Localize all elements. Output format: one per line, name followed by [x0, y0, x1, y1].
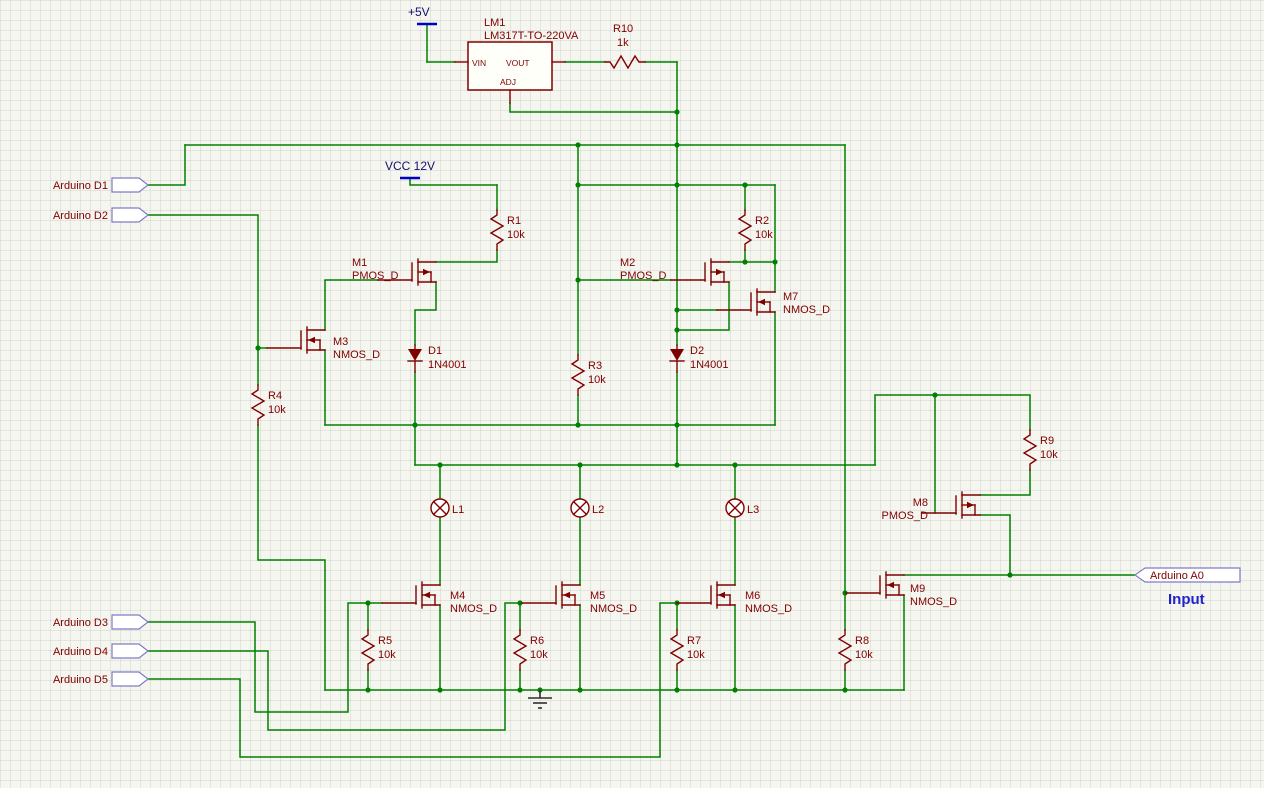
- lamp-l1[interactable]: L1: [430, 498, 464, 518]
- port-arduino-d5-label: Arduino D5: [53, 674, 108, 686]
- port-arduino-a0[interactable]: Arduino A0 Input: [1134, 567, 1241, 608]
- mosfet-m3-ref: M3: [333, 336, 348, 348]
- mosfet-m8-ref: M8: [913, 497, 928, 509]
- port-arduino-d3-label: Arduino D3: [53, 617, 108, 629]
- mosfet-m5[interactable]: M5 NMOS_D: [521, 581, 637, 615]
- diode-d2-part: 1N4001: [690, 359, 729, 371]
- regulator-lm1[interactable]: LM1 LM317T-TO-220VA VIN VOUT ADJ: [454, 17, 579, 104]
- lamp-l1-ref: L1: [452, 504, 464, 516]
- port-arduino-a0-label: Arduino A0: [1150, 570, 1204, 582]
- mosfet-m8[interactable]: M8 PMOS_D: [882, 491, 981, 522]
- resistor-r5-value: 10k: [378, 649, 396, 661]
- resistor-r10-ref: R10: [613, 23, 633, 35]
- mosfet-m7-ref: M7: [783, 291, 798, 303]
- port-arduino-d4-label: Arduino D4: [53, 646, 108, 658]
- resistor-r8[interactable]: R8 10k: [838, 629, 873, 671]
- resistor-r3-ref: R3: [588, 360, 602, 372]
- mosfet-m7[interactable]: M7 NMOS_D: [716, 288, 830, 316]
- mosfet-m5-ref: M5: [590, 590, 605, 602]
- power-plus5[interactable]: +5V: [408, 5, 437, 26]
- resistor-r9-ref: R9: [1040, 435, 1054, 447]
- mosfet-m6[interactable]: M6 NMOS_D: [676, 581, 792, 615]
- mosfet-m4-ref: M4: [450, 590, 465, 602]
- resistor-r7-ref: R7: [687, 635, 701, 647]
- resistor-r2-ref: R2: [755, 215, 769, 227]
- port-arduino-d1[interactable]: Arduino D1: [53, 177, 149, 193]
- mosfet-m2-type: PMOS_D: [620, 270, 667, 282]
- mosfet-m3[interactable]: M3 NMOS_D: [266, 326, 380, 361]
- resistor-r6[interactable]: R6 10k: [513, 629, 548, 671]
- resistor-r4-ref: R4: [268, 390, 282, 402]
- port-arduino-d5[interactable]: Arduino D5: [53, 671, 149, 687]
- mosfet-m9-type: NMOS_D: [910, 596, 957, 608]
- resistor-r5[interactable]: R5 10k: [361, 629, 396, 671]
- wire-layer: [147, 23, 1136, 758]
- resistor-r1[interactable]: R1 10k: [490, 209, 525, 251]
- resistor-r1-ref: R1: [507, 215, 521, 227]
- resistor-r10[interactable]: R10 1k: [604, 23, 646, 69]
- diode-d1[interactable]: D1 1N4001: [407, 344, 467, 373]
- resistor-r3-value: 10k: [588, 374, 606, 386]
- mosfet-m1-type: PMOS_D: [352, 270, 399, 282]
- mosfet-m1[interactable]: M1 PMOS_D: [352, 257, 437, 286]
- regulator-part: LM317T-TO-220VA: [484, 30, 579, 42]
- lamp-l3-ref: L3: [747, 504, 759, 516]
- diode-d2[interactable]: D2 1N4001: [669, 344, 729, 373]
- power-vcc12[interactable]: VCC 12V: [385, 159, 435, 180]
- regulator-ref: LM1: [484, 17, 505, 29]
- resistor-r10-value: 1k: [617, 37, 629, 49]
- resistor-r8-ref: R8: [855, 635, 869, 647]
- mosfet-m2-ref: M2: [620, 257, 635, 269]
- resistor-r2[interactable]: R2 10k: [738, 209, 773, 251]
- pin-vout-label: VOUT: [506, 58, 530, 68]
- vcc12-label: VCC 12V: [385, 159, 435, 173]
- plus5-label: +5V: [408, 5, 430, 19]
- resistor-r6-value: 10k: [530, 649, 548, 661]
- port-arduino-d2-label: Arduino D2: [53, 210, 108, 222]
- lamp-l2[interactable]: L2: [570, 498, 604, 518]
- mosfet-m5-type: NMOS_D: [590, 603, 637, 615]
- mosfet-m9-ref: M9: [910, 583, 925, 595]
- port-arduino-d2[interactable]: Arduino D2: [53, 207, 149, 223]
- port-arduino-d3[interactable]: Arduino D3: [53, 614, 149, 630]
- mosfet-m3-type: NMOS_D: [333, 349, 380, 361]
- ground-symbol[interactable]: [528, 690, 552, 709]
- diode-d2-ref: D2: [690, 345, 704, 357]
- input-caption: Input: [1168, 591, 1205, 608]
- resistor-r8-value: 10k: [855, 649, 873, 661]
- resistor-r9[interactable]: R9 10k: [1023, 429, 1058, 471]
- mosfet-m6-ref: M6: [745, 590, 760, 602]
- port-arduino-d1-label: Arduino D1: [53, 180, 108, 192]
- lamp-l3[interactable]: L3: [725, 498, 759, 518]
- resistor-r5-ref: R5: [378, 635, 392, 647]
- diode-d1-ref: D1: [428, 345, 442, 357]
- mosfet-m9[interactable]: M9 NMOS_D: [845, 571, 957, 608]
- resistor-r7-value: 10k: [687, 649, 705, 661]
- mosfet-m2[interactable]: M2 PMOS_D: [620, 257, 730, 286]
- mosfet-m7-type: NMOS_D: [783, 304, 830, 316]
- pin-adj-label: ADJ: [500, 77, 516, 87]
- mosfet-m1-ref: M1: [352, 257, 367, 269]
- resistor-r9-value: 10k: [1040, 449, 1058, 461]
- port-arduino-d4[interactable]: Arduino D4: [53, 643, 149, 659]
- resistor-r2-value: 10k: [755, 229, 773, 241]
- mosfet-m8-type: PMOS_D: [882, 510, 929, 522]
- mosfet-m4-type: NMOS_D: [450, 603, 497, 615]
- pin-vin-label: VIN: [472, 58, 486, 68]
- resistor-r7[interactable]: R7 10k: [670, 629, 705, 671]
- resistor-r6-ref: R6: [530, 635, 544, 647]
- mosfet-m6-type: NMOS_D: [745, 603, 792, 615]
- resistor-r4[interactable]: R4 10k: [251, 384, 286, 426]
- diode-d1-part: 1N4001: [428, 359, 467, 371]
- lamp-l2-ref: L2: [592, 504, 604, 516]
- mosfet-m4[interactable]: M4 NMOS_D: [381, 581, 497, 615]
- resistor-r4-value: 10k: [268, 404, 286, 416]
- resistor-r3[interactable]: R3 10k: [571, 354, 606, 396]
- resistor-r1-value: 10k: [507, 229, 525, 241]
